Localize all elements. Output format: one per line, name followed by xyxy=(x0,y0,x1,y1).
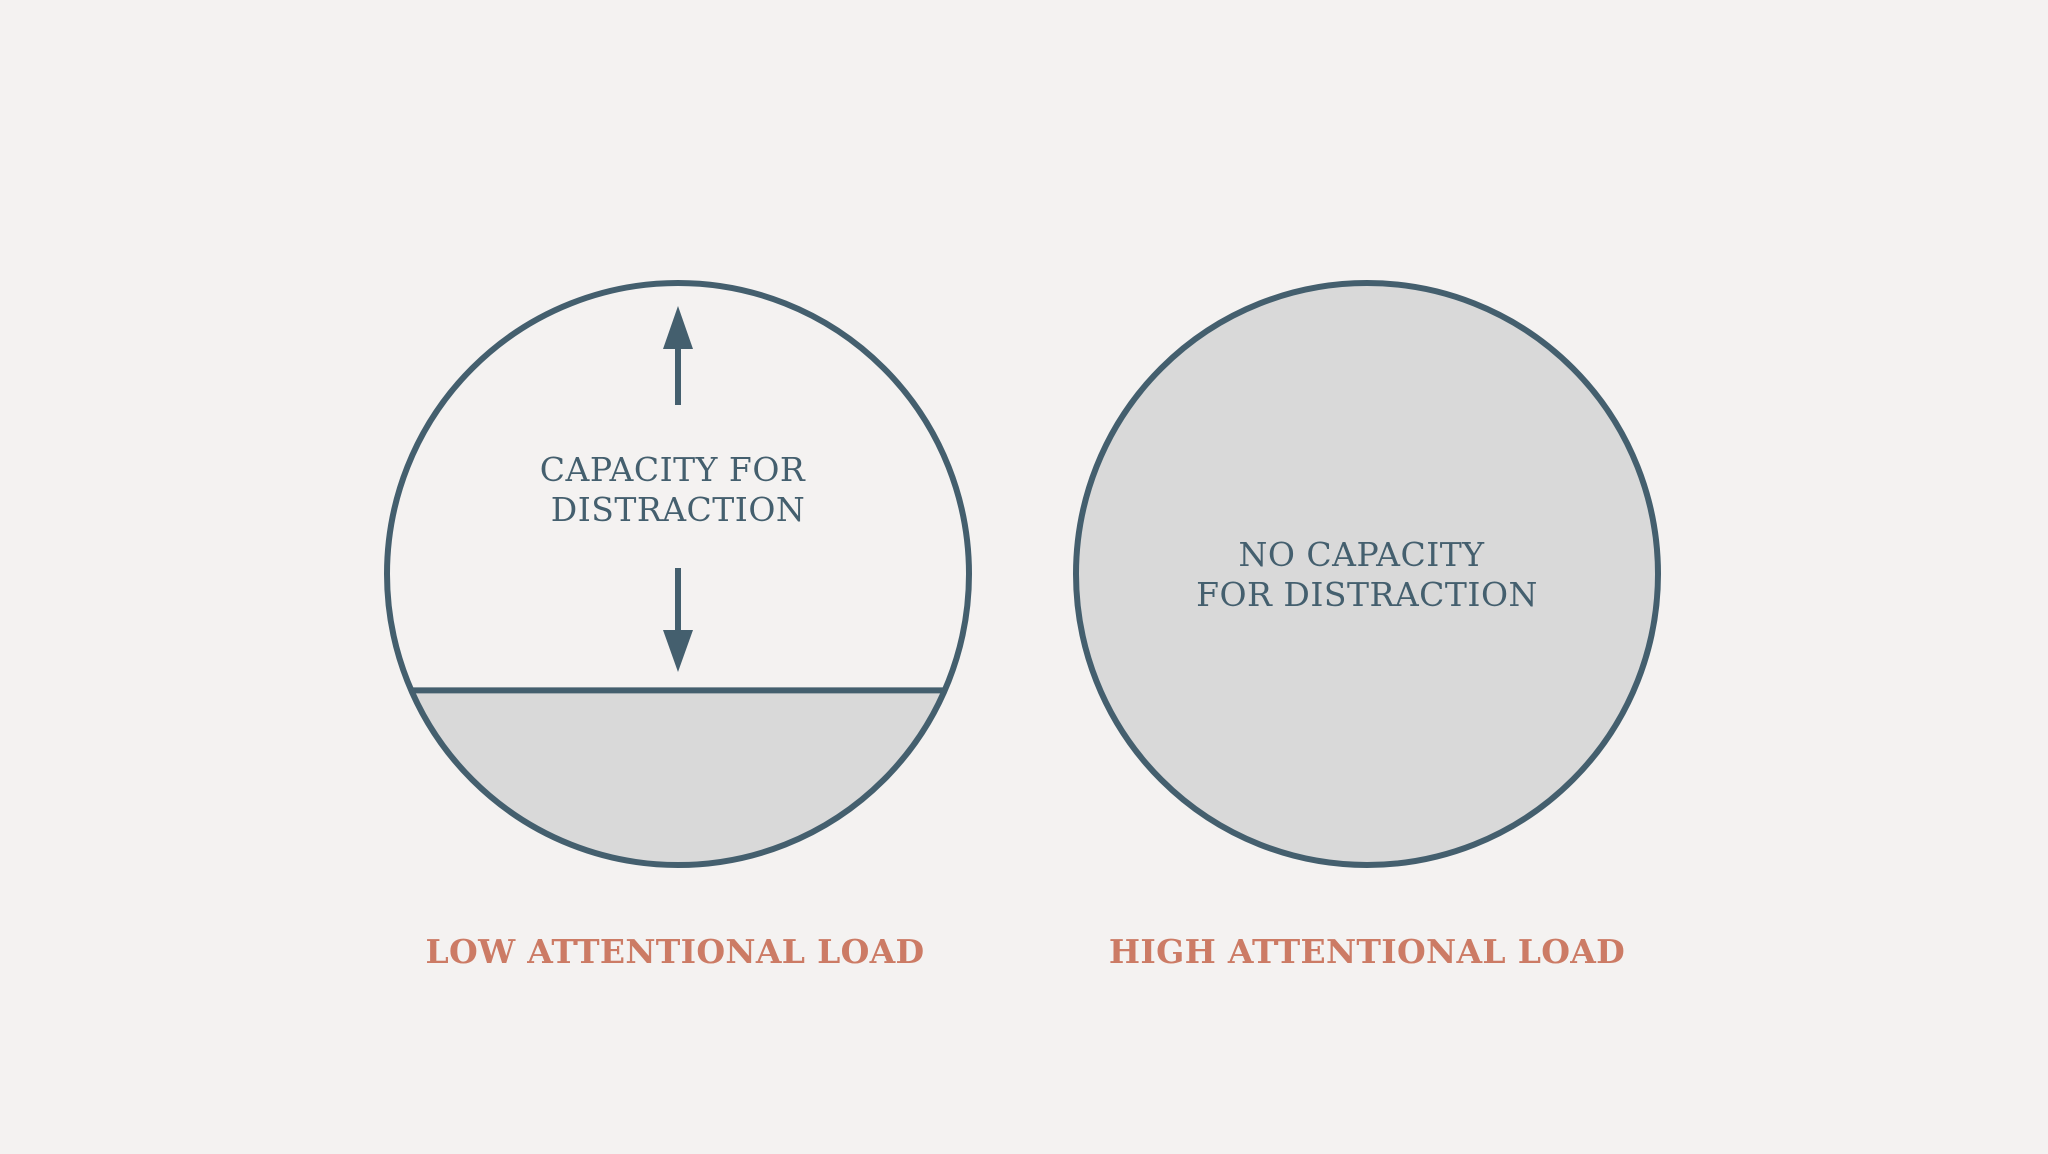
low-load-inner-label: CAPACITY FOR DISTRACTION xyxy=(540,450,816,529)
high-load-diagram: NO CAPACITY FOR DISTRACTION HIGH ATTENTI… xyxy=(1073,280,1661,971)
arrow-up-icon xyxy=(663,306,693,405)
low-load-caption: LOW ATTENTIONAL LOAD xyxy=(426,932,925,971)
low-load-inner-label-line-2: DISTRACTION xyxy=(551,490,806,529)
arrow-down-icon xyxy=(663,568,693,672)
high-load-caption: HIGH ATTENTIONAL LOAD xyxy=(1109,932,1625,971)
high-load-inner-label-line-1: NO CAPACITY xyxy=(1238,535,1485,574)
low-load-circle-outline xyxy=(384,280,972,868)
low-load-diagram: CAPACITY FOR DISTRACTION LOW ATTENTIONAL… xyxy=(384,280,972,971)
high-load-inner-label: NO CAPACITY FOR DISTRACTION xyxy=(1196,535,1538,614)
low-load-fill xyxy=(387,690,969,865)
low-load-inner-label-line-1: CAPACITY FOR xyxy=(540,450,806,489)
high-load-inner-label-line-2: FOR DISTRACTION xyxy=(1196,575,1538,614)
high-load-circle xyxy=(1073,280,1661,868)
